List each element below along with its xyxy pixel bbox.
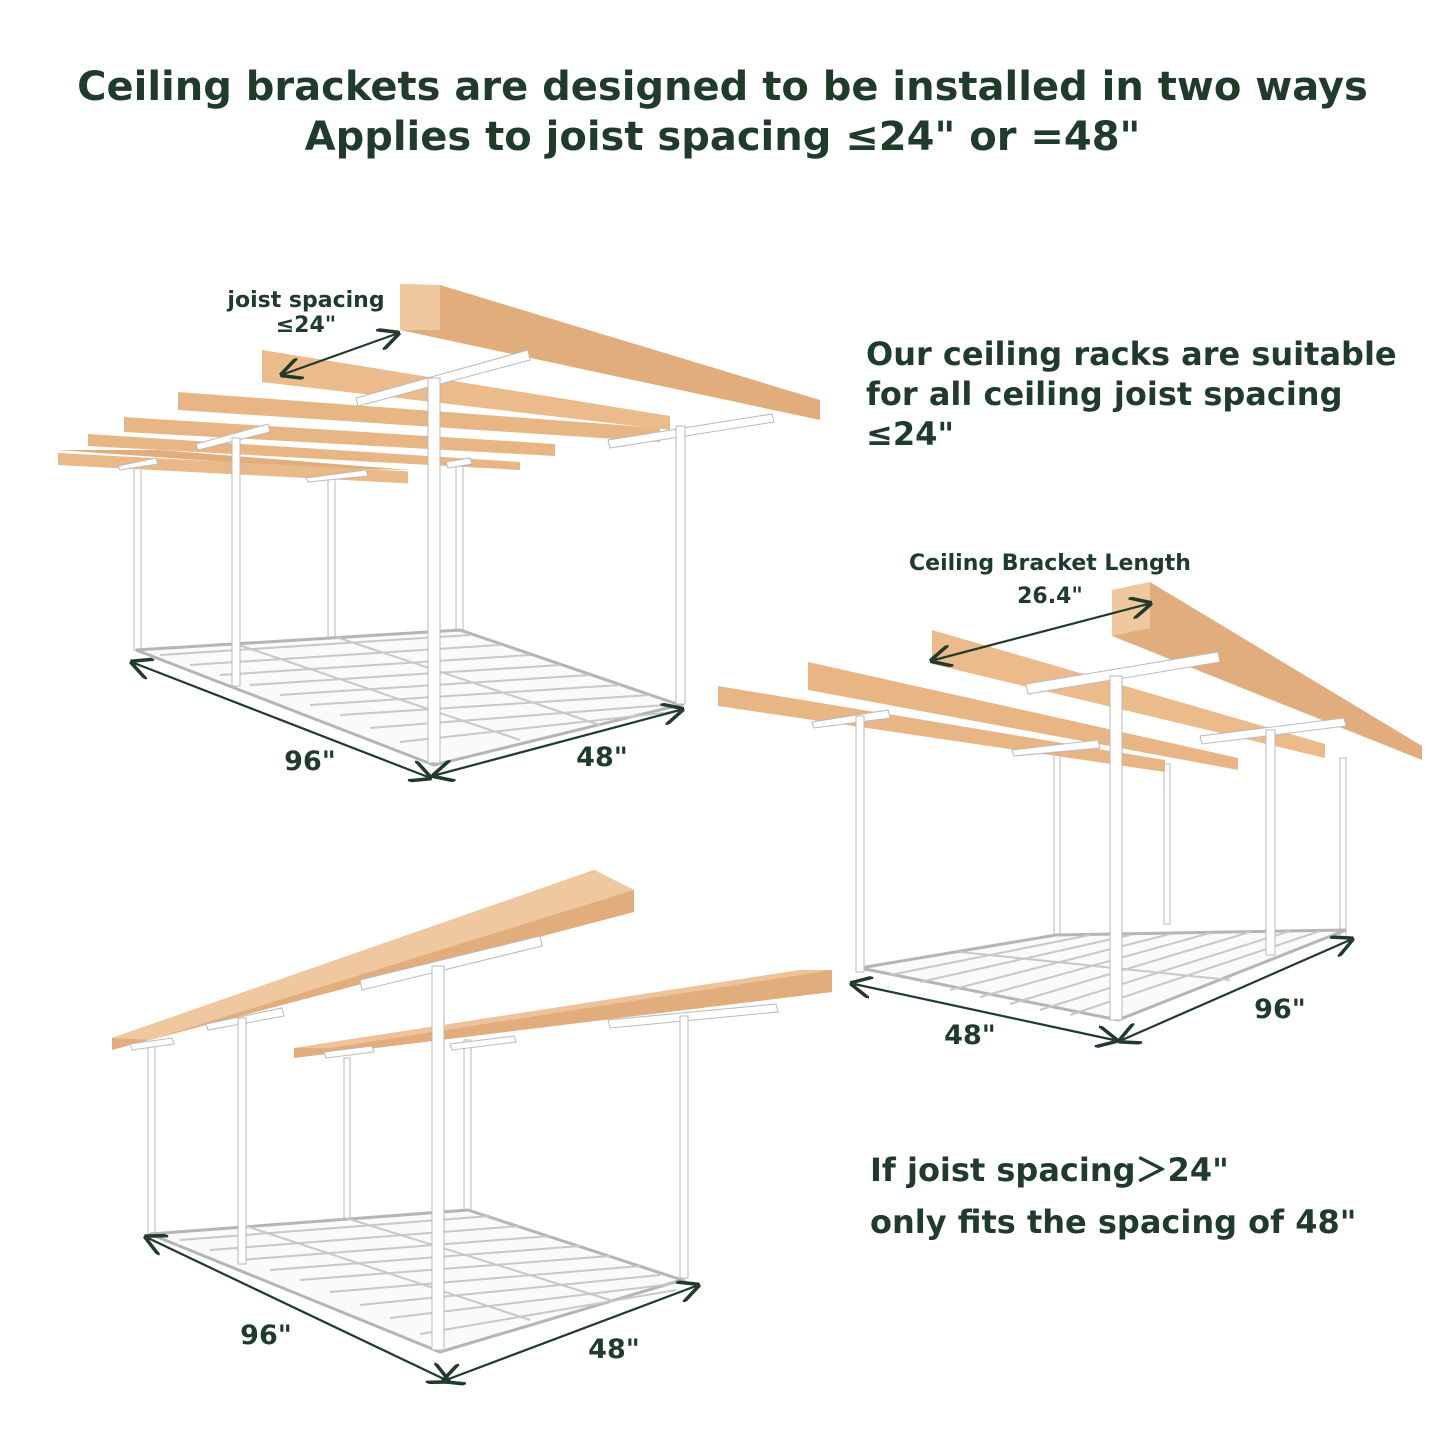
heading-line-1: Ceiling brackets are designed to be inst… (77, 64, 1368, 110)
right-width-label: 48" (944, 1020, 996, 1051)
joist-spacing-label: joist spacing ≤24" (227, 288, 385, 338)
heading-line-2: Applies to joist spacing ≤24" or =48" (304, 114, 1141, 160)
top-left-width-label: 48" (576, 742, 628, 773)
bracket-length-label: Ceiling Bracket Length 26.4" (909, 551, 1191, 609)
rack-bottom-left (112, 870, 832, 1380)
rack-top-left (58, 284, 820, 777)
suitable-note: Our ceiling racks are suitable for all c… (866, 335, 1397, 453)
bottom-left-length-label: 96" (240, 1320, 292, 1351)
right-length-label: 96" (1254, 994, 1306, 1025)
bottom-left-width-label: 48" (588, 1334, 640, 1365)
rack-right (718, 582, 1422, 1040)
if-note: If joist spacing＞24" only fits the spaci… (870, 1151, 1357, 1241)
joists-bottom-left (112, 870, 832, 1058)
top-left-length-label: 96" (284, 746, 336, 777)
